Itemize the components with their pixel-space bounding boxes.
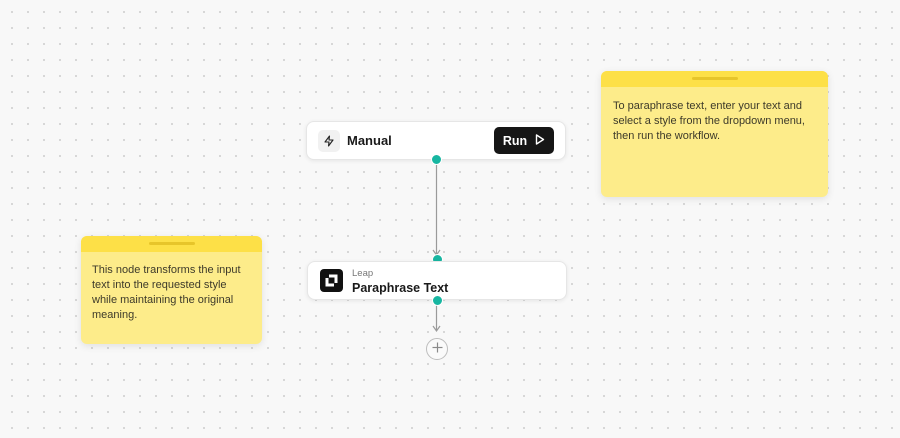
run-button[interactable]: Run	[494, 127, 554, 154]
plus-icon	[432, 340, 443, 358]
sticky-note-header[interactable]	[81, 236, 262, 252]
node-title: Manual	[347, 133, 392, 148]
node-title: Paraphrase Text	[352, 281, 449, 295]
add-node-button[interactable]	[426, 338, 448, 360]
node-provider-label: Leap	[352, 268, 374, 279]
manual-trigger-node[interactable]: Manual Run	[306, 121, 566, 160]
lightning-icon	[318, 130, 340, 152]
sticky-note-text[interactable]: This node transforms the input text into…	[92, 264, 241, 321]
run-button-label: Run	[502, 133, 528, 148]
output-handle[interactable]	[432, 295, 443, 306]
play-icon	[535, 133, 545, 148]
sticky-note[interactable]: This node transforms the input text into…	[81, 236, 262, 344]
edge-arrowhead	[432, 325, 441, 333]
drag-handle[interactable]	[691, 77, 738, 80]
sticky-note-text[interactable]: To paraphrase text, enter your text and …	[613, 100, 805, 142]
sticky-note-header[interactable]	[601, 71, 828, 87]
sticky-note[interactable]: To paraphrase text, enter your text and …	[601, 71, 828, 197]
output-handle[interactable]	[431, 154, 442, 165]
leap-logo-icon	[320, 269, 343, 292]
drag-handle[interactable]	[148, 242, 195, 245]
